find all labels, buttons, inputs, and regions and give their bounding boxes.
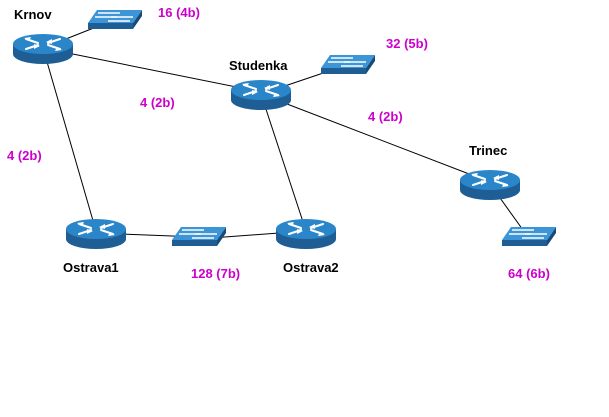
sw-krnov-switch-icon — [87, 9, 143, 30]
router-ostrava1-router-icon — [65, 218, 127, 250]
label-krnov-studenka: 4 (2b) — [140, 95, 175, 110]
router-trinec-router-icon — [459, 169, 521, 201]
label-ostrava-lan: 128 (7b) — [191, 266, 240, 281]
router-ostrava2-router-icon — [275, 218, 337, 250]
router-krnov-router-icon — [12, 33, 74, 65]
label-krnov-lan: 16 (4b) — [158, 5, 200, 20]
router-name-ostrava1: Ostrava1 — [63, 260, 119, 275]
sw-studenka-switch-icon — [320, 54, 376, 75]
router-name-studenka: Studenka — [229, 58, 288, 73]
link-krnov-ostrava1 — [42, 47, 97, 232]
router-name-krnov: Krnov — [14, 7, 52, 22]
sw-ostrava-switch-icon — [171, 226, 227, 247]
devices-layer — [12, 9, 557, 250]
link-studenka-trinec — [260, 93, 491, 183]
link-krnov-studenka — [42, 47, 262, 93]
label-trinec-lan: 64 (6b) — [508, 266, 550, 281]
sw-trinec-switch-icon — [501, 226, 557, 247]
links-layer — [42, 19, 529, 240]
router-name-ostrava2: Ostrava2 — [283, 260, 339, 275]
link-studenka-ostrava2 — [260, 93, 307, 232]
label-studenka-trinec: 4 (2b) — [368, 109, 403, 124]
router-studenka-router-icon — [230, 79, 292, 111]
label-studenka-lan: 32 (5b) — [386, 36, 428, 51]
router-name-trinec: Trinec — [469, 143, 507, 158]
label-krnov-ostrava1: 4 (2b) — [7, 148, 42, 163]
